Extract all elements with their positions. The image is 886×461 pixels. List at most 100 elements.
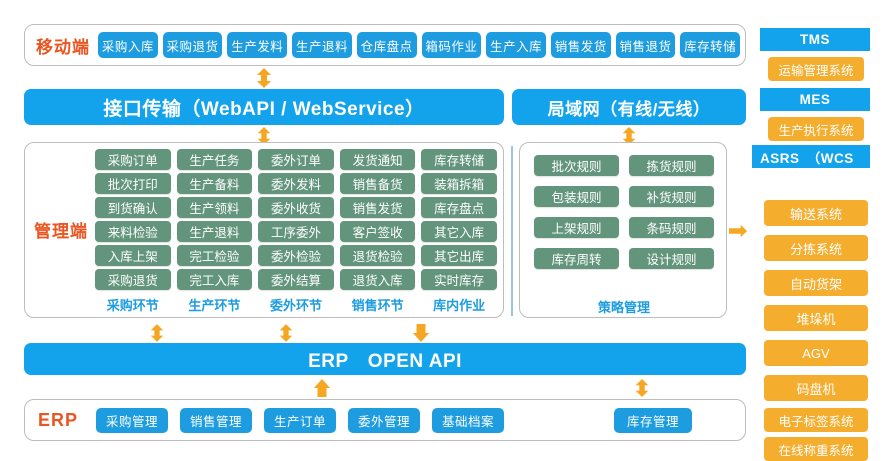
arrow-lan-to-strategy <box>622 127 636 145</box>
arrow-management-to-openapi-1 <box>150 324 164 342</box>
management-item[interactable]: 工序委外 <box>258 221 334 242</box>
sidebar-item-palletizer[interactable]: 码盘机 <box>764 375 868 401</box>
sidebar-item-sorting[interactable]: 分拣系统 <box>764 235 868 261</box>
management-column-caption: 生产环节 <box>188 297 241 313</box>
management-item[interactable]: 来料检验 <box>95 221 171 242</box>
mobile-button[interactable]: 生产入库 <box>486 32 546 58</box>
mobile-button[interactable]: 仓库盘点 <box>356 32 417 58</box>
management-item[interactable]: 其它入库 <box>421 221 497 242</box>
management-item[interactable]: 库存盘点 <box>421 197 497 218</box>
management-column-caption: 采购环节 <box>106 297 159 313</box>
management-item[interactable]: 退货检验 <box>339 245 416 266</box>
mobile-panel-label: 移动端 <box>36 37 90 57</box>
sidebar-item-auto-rack[interactable]: 自动货架 <box>764 270 868 296</box>
arrow-openapi-to-inventory <box>635 379 649 397</box>
sidebar-item-tms[interactable]: 运输管理系统 <box>768 57 864 81</box>
management-columns: 采购订单 批次打印 到货确认 来料检验 入库上架 采购退货 采购环节 生产任务 … <box>95 149 497 314</box>
management-column-caption: 委外环节 <box>269 297 322 313</box>
sidebar-item-mes[interactable]: 生产执行系统 <box>768 117 864 141</box>
strategy-item[interactable]: 设计规则 <box>629 248 714 269</box>
mobile-button[interactable]: 采购入库 <box>98 32 158 58</box>
mobile-button[interactable]: 采购退货 <box>162 32 223 58</box>
erp-button[interactable]: 生产订单 <box>264 408 336 433</box>
management-item[interactable]: 生产任务 <box>176 149 253 170</box>
management-item[interactable]: 生产领料 <box>176 197 253 218</box>
sidebar-item-conveyor[interactable]: 输送系统 <box>764 200 868 226</box>
erp-panel-label: ERP <box>37 409 78 430</box>
sidebar-header-asrs-wcs: ASRS （WCS <box>752 145 870 168</box>
management-column-caption: 库内作业 <box>433 297 486 313</box>
management-item[interactable]: 完工检验 <box>176 245 253 266</box>
management-column-warehouse: 库存转储 装箱拆箱 库存盘点 其它入库 其它出库 实时库存 库内作业 <box>421 149 497 314</box>
management-item[interactable]: 批次打印 <box>95 173 171 194</box>
strategy-item[interactable]: 批次规则 <box>534 155 619 176</box>
management-item[interactable]: 委外结算 <box>258 269 334 290</box>
erp-button[interactable]: 采购管理 <box>96 408 168 433</box>
mobile-button[interactable]: 生产发料 <box>227 32 288 58</box>
management-item[interactable]: 生产备料 <box>176 173 253 194</box>
erp-inventory-button[interactable]: 库存管理 <box>614 408 692 433</box>
management-item[interactable]: 装箱拆箱 <box>421 173 497 194</box>
sidebar-header-tms: TMS <box>760 28 870 51</box>
strategy-row: 包装规则 补货规则 <box>534 186 714 207</box>
management-column-sales: 发货通知 销售备货 销售发货 客户签收 退货检验 退货入库 销售环节 <box>339 149 416 314</box>
panel-divider <box>511 146 513 316</box>
management-item[interactable]: 到货确认 <box>95 197 171 218</box>
strategy-item[interactable]: 拣货规则 <box>629 155 714 176</box>
management-item[interactable]: 销售发货 <box>339 197 416 218</box>
erp-button-row: 采购管理 销售管理 生产订单 委外管理 基础档案 <box>96 408 536 433</box>
management-item[interactable]: 生产退料 <box>176 221 253 242</box>
sidebar-item-online-weighing[interactable]: 在线称重系统 <box>764 437 868 461</box>
strategy-grid: 批次规则 拣货规则 包装规则 补货规则 上架规则 条码规则 库存周转 设计规则 <box>534 155 714 275</box>
erp-button[interactable]: 基础档案 <box>432 408 504 433</box>
arrow-mobile-to-api <box>257 68 271 88</box>
arrow-openapi-to-erp-up <box>313 379 331 397</box>
management-item[interactable]: 发货通知 <box>339 149 416 170</box>
management-item[interactable]: 实时库存 <box>421 269 497 290</box>
management-column-purchase: 采购订单 批次打印 到货确认 来料检验 入库上架 采购退货 采购环节 <box>95 149 171 314</box>
erp-button[interactable]: 委外管理 <box>348 408 420 433</box>
management-column-outsourcing: 委外订单 委外发料 委外收货 工序委外 委外检验 委外结算 委外环节 <box>258 149 334 314</box>
management-item[interactable]: 完工入库 <box>176 269 253 290</box>
strategy-row: 库存周转 设计规则 <box>534 248 714 269</box>
mobile-button[interactable]: 箱码作业 <box>421 32 482 58</box>
strategy-item[interactable]: 条码规则 <box>629 217 714 238</box>
sidebar-item-agv[interactable]: AGV <box>764 340 868 366</box>
management-item[interactable]: 委外检验 <box>258 245 334 266</box>
arrow-api-to-management <box>257 127 271 145</box>
strategy-item[interactable]: 包装规则 <box>534 186 619 207</box>
management-item[interactable]: 客户签收 <box>339 221 416 242</box>
strategy-row: 上架规则 条码规则 <box>534 217 714 238</box>
arrow-strategy-to-openapi-down <box>412 324 430 342</box>
mobile-button[interactable]: 销售发货 <box>550 32 611 58</box>
management-item[interactable]: 采购退货 <box>95 269 171 290</box>
management-item[interactable]: 委外订单 <box>258 149 334 170</box>
management-item[interactable]: 采购订单 <box>95 149 171 170</box>
management-item[interactable]: 委外发料 <box>258 173 334 194</box>
management-item[interactable]: 销售备货 <box>339 173 416 194</box>
erp-button[interactable]: 销售管理 <box>180 408 252 433</box>
mobile-button[interactable]: 生产退料 <box>292 32 352 58</box>
strategy-panel-caption: 策略管理 <box>597 299 650 315</box>
management-item[interactable]: 委外收货 <box>258 197 334 218</box>
management-item[interactable]: 退货入库 <box>339 269 416 290</box>
sidebar-item-electronic-label[interactable]: 电子标签系统 <box>764 408 868 432</box>
management-item[interactable]: 入库上架 <box>95 245 171 266</box>
lan-transport-bar: 局域网（有线/无线） <box>512 89 746 125</box>
sidebar-item-stacker[interactable]: 堆垛机 <box>764 305 868 331</box>
management-item[interactable]: 其它出库 <box>421 245 497 266</box>
strategy-row: 批次规则 拣货规则 <box>534 155 714 176</box>
mobile-button[interactable]: 库存转储 <box>680 32 741 58</box>
strategy-item[interactable]: 库存周转 <box>534 248 619 269</box>
management-column-caption: 销售环节 <box>351 297 404 313</box>
sidebar-header-mes: MES <box>760 88 870 111</box>
arrow-management-to-openapi-2 <box>279 324 293 342</box>
management-item[interactable]: 库存转储 <box>421 149 497 170</box>
mobile-button-row: 采购入库 采购退货 生产发料 生产退料 仓库盘点 箱码作业 生产入库 销售发货 … <box>98 32 741 58</box>
strategy-item[interactable]: 补货规则 <box>629 186 714 207</box>
mobile-button[interactable]: 销售退货 <box>615 32 676 58</box>
management-panel-label: 管理端 <box>34 221 88 241</box>
erp-open-api-bar: ERP OPEN API <box>24 343 746 375</box>
strategy-item[interactable]: 上架规则 <box>534 217 619 238</box>
api-transport-bar: 接口传输（WebAPI / WebService） <box>24 89 504 125</box>
